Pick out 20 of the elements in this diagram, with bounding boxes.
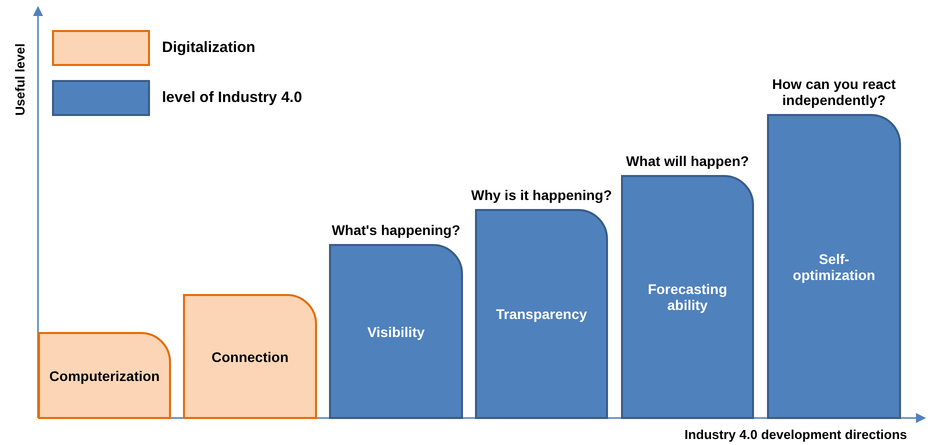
stage-name: Computerization — [48, 368, 161, 384]
stage-bar — [621, 175, 754, 419]
stage-bar — [329, 244, 463, 419]
legend-label: level of Industry 4.0 — [162, 89, 302, 106]
stage-bar — [475, 209, 608, 419]
stage-name: Self-optimization — [792, 250, 876, 282]
stage-name: Visibility — [366, 324, 426, 340]
stage-name: Connection — [210, 348, 290, 364]
axis-title: Industry 4.0 development directions — [684, 427, 907, 442]
question-text: What will happen? — [625, 153, 750, 169]
legend-label: Digitalization — [162, 39, 256, 56]
stage-bar — [767, 114, 901, 419]
question-text: What's happening? — [330, 222, 462, 238]
stage-name: Forecasting ability — [646, 281, 728, 313]
question-text: Why is it happening? — [470, 187, 613, 203]
stage-bar — [183, 294, 317, 419]
question-text: How can you react independently? — [771, 76, 897, 108]
stage-name: Transparency — [494, 306, 588, 322]
axis-title: Useful level — [12, 42, 28, 118]
stage-bar — [38, 332, 171, 419]
